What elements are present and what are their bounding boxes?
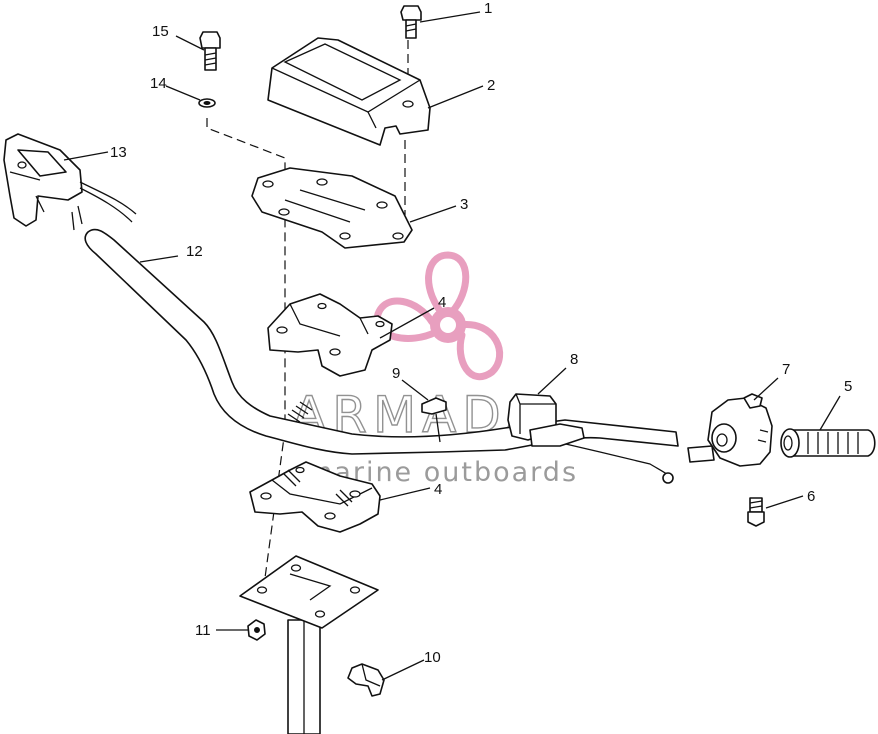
callout-12: 12 xyxy=(186,243,203,260)
handlebar-part xyxy=(84,228,679,484)
callout-8: 8 xyxy=(570,351,578,368)
callout-labels: 1 2 3 4 5 6 7 8 9 10 11 12 13 14 15 4 xyxy=(110,0,852,666)
callout-7: 7 xyxy=(782,361,790,378)
propeller-logo-icon xyxy=(373,251,504,381)
steering-post-part xyxy=(239,555,379,734)
upper-clamp-part xyxy=(267,293,393,377)
cable-clamp-part xyxy=(347,663,385,697)
callout-5: 5 xyxy=(844,378,852,395)
callout-9: 9 xyxy=(392,365,400,382)
mount-plate-part xyxy=(251,167,413,249)
callout-3: 3 xyxy=(460,196,468,213)
callout-6: 6 xyxy=(807,488,815,505)
callout-2: 2 xyxy=(487,77,495,94)
callout-13: 13 xyxy=(110,144,127,161)
lower-clamp-part xyxy=(249,461,381,533)
callout-1: 1 xyxy=(484,0,492,17)
leader-lines xyxy=(63,11,841,681)
washer-part xyxy=(198,98,216,108)
bolt-top-part xyxy=(400,5,422,39)
throttle-screw-part xyxy=(747,497,765,527)
callout-4-lower: 4 xyxy=(434,481,442,498)
throttle-housing-part xyxy=(687,393,773,467)
callout-15: 15 xyxy=(152,23,169,40)
nut-part xyxy=(247,619,266,641)
grip-part xyxy=(780,428,876,458)
handlebar-cover-part xyxy=(267,37,431,146)
bolt-left-part xyxy=(199,31,221,71)
callout-14: 14 xyxy=(150,75,167,92)
brake-lever-assembly-part xyxy=(3,133,137,231)
spacer-block-part xyxy=(421,397,447,443)
callout-4-upper: 4 xyxy=(438,294,446,311)
switch-block-part xyxy=(507,393,585,447)
callout-10: 10 xyxy=(424,649,441,666)
callout-11: 11 xyxy=(195,622,211,639)
